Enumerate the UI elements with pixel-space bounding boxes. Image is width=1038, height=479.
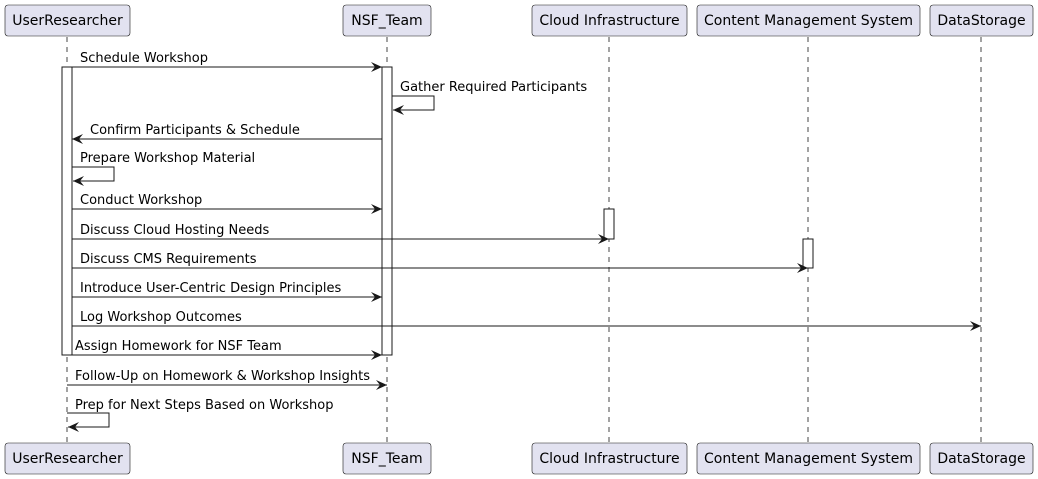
- message-4: Prepare Workshop Material: [72, 151, 255, 186]
- participant-box-user-top: UserResearcher: [4, 4, 131, 37]
- message-10: Assign Homework for NSF Team: [67, 339, 382, 360]
- activation-bar-nsf: [381, 66, 393, 356]
- participant-box-cms-bottom: Content Management System: [696, 442, 921, 475]
- participant-label: Content Management System: [704, 451, 913, 467]
- message-label: Prep for Next Steps Based on Workshop: [75, 398, 333, 413]
- message-8: Introduce User-Centric Design Principles: [72, 281, 382, 302]
- participant-label: DataStorage: [937, 13, 1025, 29]
- participant-box-nsf-bottom: NSF_Team: [342, 442, 432, 475]
- activation-bar-cms: [802, 238, 814, 269]
- message-label: Prepare Workshop Material: [80, 151, 255, 166]
- participant-box-nsf-top: NSF_Team: [342, 4, 432, 37]
- participant-box-user-bottom: UserResearcher: [4, 442, 131, 475]
- message-label: Assign Homework for NSF Team: [75, 339, 282, 354]
- participant-box-data-top: DataStorage: [929, 4, 1034, 37]
- participant-label: NSF_Team: [351, 451, 422, 467]
- message-7: Discuss CMS Requirements: [72, 252, 808, 273]
- message-label: Discuss Cloud Hosting Needs: [80, 223, 270, 238]
- participant-box-cloud-bottom: Cloud Infrastructure: [531, 442, 688, 475]
- message-3: Confirm Participants & Schedule: [72, 123, 382, 144]
- message-arrow: [392, 95, 435, 115]
- message-2: Gather Required Participants: [392, 80, 587, 115]
- message-label: Conduct Workshop: [80, 193, 202, 208]
- participant-label: UserResearcher: [12, 13, 123, 29]
- message-arrow: [72, 166, 115, 186]
- message-9: Log Workshop Outcomes: [72, 310, 981, 331]
- participant-label: Cloud Infrastructure: [539, 451, 679, 467]
- message-label: Discuss CMS Requirements: [80, 252, 257, 267]
- message-11: Follow-Up on Homework & Workshop Insight…: [67, 369, 387, 390]
- participant-label: UserResearcher: [12, 451, 123, 467]
- message-12: Prep for Next Steps Based on Workshop: [67, 398, 333, 432]
- participant-label: Cloud Infrastructure: [539, 13, 679, 29]
- message-1: Schedule Workshop: [72, 51, 382, 72]
- activation-bar-cloud: [603, 208, 615, 240]
- message-arrow: [67, 412, 110, 432]
- message-label: Introduce User-Centric Design Principles: [80, 281, 342, 296]
- participant-box-cms-top: Content Management System: [696, 4, 921, 37]
- participant-label: NSF_Team: [351, 13, 422, 29]
- message-label: Confirm Participants & Schedule: [90, 123, 300, 138]
- message-label: Log Workshop Outcomes: [80, 310, 242, 325]
- message-5: Conduct Workshop: [72, 193, 382, 214]
- participant-box-cloud-top: Cloud Infrastructure: [531, 4, 688, 37]
- message-label: Follow-Up on Homework & Workshop Insight…: [75, 369, 370, 384]
- participant-box-data-bottom: DataStorage: [929, 442, 1034, 475]
- message-label: Gather Required Participants: [400, 80, 587, 95]
- activation-bar-user: [61, 66, 73, 356]
- message-6: Discuss Cloud Hosting Needs: [72, 223, 609, 244]
- participant-label: Content Management System: [704, 13, 913, 29]
- message-label: Schedule Workshop: [80, 51, 208, 66]
- participant-label: DataStorage: [937, 451, 1025, 467]
